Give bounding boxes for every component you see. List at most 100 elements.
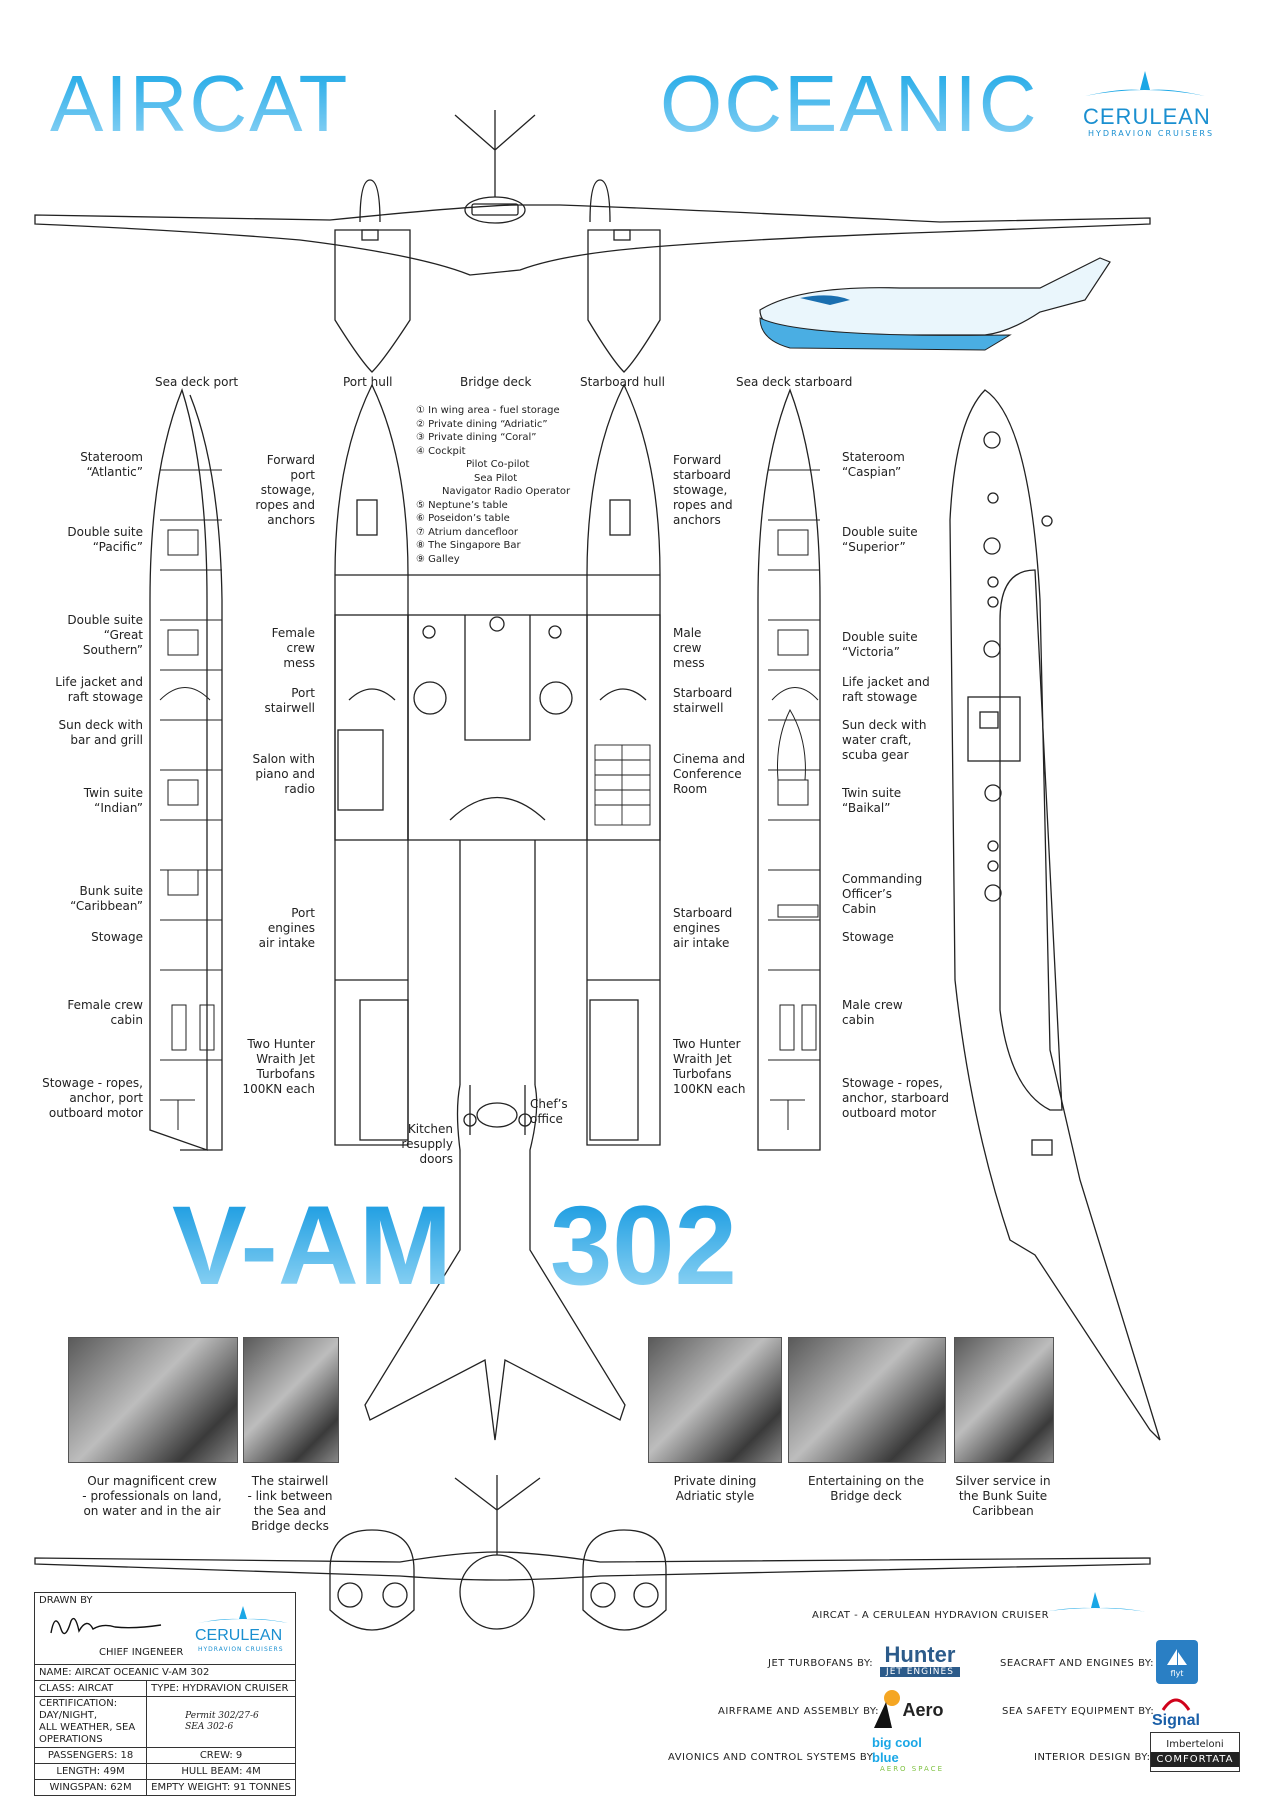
label-salon: Salon with piano and radio [252, 752, 315, 796]
label-forward-port-stowage: Forward port stowage, ropes and anchors [255, 453, 315, 527]
legend-item: ③ Private dining “Coral” [416, 432, 537, 443]
label-starboard-engines-intake: Starboard engines air intake [673, 906, 733, 950]
credit-tagline: AIRCAT - A CERULEAN HYDRAVION CRUISER [812, 1610, 1050, 1621]
legend-item: ④ Cockpit [416, 445, 466, 457]
caption-entertaining: Entertaining on the Bridge deck [807, 1474, 925, 1503]
label-life-jacket-starboard: Life jacket and raft stowage [842, 675, 930, 704]
model-title-vam: V-AM [172, 1183, 452, 1308]
credit-interior: INTERIOR DESIGN BY: [1034, 1752, 1151, 1763]
tb-passengers: PASSENGERS: 18 [33, 1747, 148, 1764]
label-commanding-officer-cabin: Commanding Officer’s Cabin [842, 872, 923, 916]
label-port-hull: Port hull [343, 375, 393, 389]
label-port-engines-intake: Port engines air intake [258, 906, 315, 950]
credit-seacraft: SEACRAFT AND ENGINES BY: [1000, 1658, 1155, 1669]
label-port-turbofans: Two Hunter Wraith Jet Turbofans 100KN ea… [242, 1037, 315, 1096]
legend-item: Pilot Co-pilot [466, 459, 530, 470]
tb-length: LENGTH: 49M [33, 1763, 148, 1780]
legend-item: ⑤ Neptune’s table [416, 499, 508, 511]
label-bunk-suite-caribbean: Bunk suite “Caribbean” [70, 884, 143, 913]
label-stateroom-atlantic: Stateroom “Atlantic” [80, 450, 143, 479]
tb-hull-beam: HULL BEAM: 4M [146, 1763, 296, 1780]
titleblock-table: NAME: AIRCAT OCEANIC V-AM 302 CLASS: AIR… [33, 1664, 296, 1796]
label-stowage-port: Stowage [91, 930, 143, 944]
model-title-302: 302 [550, 1183, 737, 1308]
credit-airframe: AIRFRAME AND ASSEMBLY BY: [718, 1706, 880, 1717]
bigcool-name: big cool blue [872, 1735, 922, 1765]
hunter-name: Hunter [884, 1642, 956, 1667]
caption-silver-service: Silver service in the Bunk Suite Caribbe… [955, 1474, 1051, 1518]
label-starboard-hull: Starboard hull [580, 375, 665, 389]
label-double-suite-victoria: Double suite “Victoria” [842, 630, 918, 659]
tb-name: NAME: AIRCAT OCEANIC V-AM 302 [34, 1664, 296, 1681]
legend-item: ② Private dining “Adriatic” [416, 418, 548, 430]
credit-jet-turbofans: JET TURBOFANS BY: [768, 1658, 874, 1669]
label-forward-starboard-stowage: Forward starboard stowage, ropes and anc… [673, 453, 733, 527]
cerulean-wing-small-icon [1043, 1592, 1147, 1612]
titleblock-header: DRAWN BY CHIEF INGENEER CERULEAN HYDRAVI… [34, 1592, 296, 1664]
comfortata-name: COMFORTATA [1151, 1752, 1239, 1767]
tb-stamp: Permit 302/27-6 SEA 302-6 [185, 1711, 259, 1732]
label-starboard-turbofans: Two Hunter Wraith Jet Turbofans 100KN ea… [673, 1037, 746, 1096]
photo-private-dining [648, 1337, 782, 1463]
legend-item: Sea Pilot [474, 472, 518, 484]
brand-sub: HYDRAVION CRUISERS [1088, 129, 1215, 138]
tb-crew: CREW: 9 [146, 1747, 296, 1764]
bigcool-sub: AERO SPACE [879, 1765, 944, 1773]
label-female-crew-mess: Female crew mess [271, 626, 315, 670]
titleblock-brand: CERULEAN [195, 1627, 283, 1644]
label-sun-deck-port: Sun deck with bar and grill [58, 718, 143, 747]
tb-cert: CERTIFICATION: DAY/NIGHT,ALL WEATHER, SE… [33, 1696, 148, 1748]
tb-cert-1: CERTIFICATION: DAY/NIGHT, [39, 1698, 118, 1721]
label-stowage-ropes-port: Stowage - ropes, anchor, port outboard m… [42, 1076, 143, 1120]
comfortata-logo: Imberteloni COMFORTATA [1150, 1732, 1240, 1772]
label-female-crew-cabin: Female crew cabin [67, 998, 143, 1027]
legend-item: ⑥ Poseidon’s table [416, 513, 510, 524]
label-stateroom-caspian: Stateroom “Caspian” [842, 450, 905, 479]
tb-wingspan: WINGSPAN: 62M [33, 1779, 148, 1796]
title-oceanic: OCEANIC [660, 59, 1039, 148]
imberteloni-name: Imberteloni [1166, 1739, 1224, 1750]
signal-logo: Signal [1148, 1690, 1204, 1734]
label-kitchen-resupply: Kitchen resupply doors [401, 1122, 453, 1166]
label-life-jacket-port: Life jacket and raft stowage [55, 675, 143, 704]
aero-logo: Aero [872, 1686, 944, 1734]
label-cinema: Cinema and Conference Room [673, 752, 746, 796]
titleblock-wing-icon [198, 1606, 288, 1623]
tb-empty-weight: EMPTY WEIGHT: 91 TONNES [146, 1779, 296, 1796]
titleblock-brand-sub: HYDRAVION CRUISERS [198, 1646, 284, 1653]
photo-crew [68, 1337, 238, 1463]
tb-class: CLASS: AIRCAT [33, 1680, 148, 1697]
legend-item: ⑧ The Singapore Bar [416, 540, 521, 551]
sail-icon [1167, 1648, 1187, 1665]
label-male-crew-cabin: Male crew cabin [842, 998, 903, 1027]
drawn-by-label: DRAWN BY [39, 1595, 93, 1606]
legend-item: ① In wing area - fuel storage [416, 405, 560, 416]
bigcoolblue-logo: big cool blue AERO SPACE [872, 1735, 952, 1773]
label-stowage-starboard: Stowage [842, 930, 894, 944]
label-bridge-deck: Bridge deck [460, 375, 532, 389]
tb-cert-2: ALL WEATHER, SEA OPERATIONS [39, 1722, 136, 1745]
bridge-legend: ① In wing area - fuel storage ② Private … [416, 404, 570, 566]
label-male-crew-mess: Male crew mess [673, 626, 705, 670]
hunter-logo: Hunter JET ENGINES [878, 1641, 962, 1679]
cerulean-wing-logo-icon [1085, 71, 1205, 96]
label-double-suite-great-southern: Double suite “Great Southern” [67, 613, 143, 657]
credit-safety: SEA SAFETY EQUIPMENT BY: [1002, 1706, 1155, 1717]
label-port-stairwell: Port stairwell [264, 686, 315, 715]
label-sea-deck-port: Sea deck port [155, 375, 239, 389]
caption-crew: Our magnificent crew - professionals on … [82, 1474, 222, 1518]
photo-silver-service [954, 1337, 1054, 1463]
label-twin-suite-baikal: Twin suite “Baikal” [842, 786, 902, 815]
legend-item: ⑦ Atrium dancefloor [416, 526, 518, 538]
label-double-suite-pacific: Double suite “Pacific” [67, 525, 143, 554]
signal-name: Signal [1151, 1712, 1200, 1729]
label-twin-suite-indian: Twin suite “Indian” [83, 786, 143, 815]
label-stowage-ropes-starboard: Stowage - ropes, anchor, starboard outbo… [842, 1076, 949, 1120]
role-label: CHIEF INGENEER [99, 1647, 184, 1658]
title-aircat: AIRCAT [50, 59, 350, 148]
tb-type: TYPE: HYDRAVION CRUISER [146, 1680, 296, 1697]
credit-avionics: AVIONICS AND CONTROL SYSTEMS BY: [668, 1752, 876, 1763]
hunter-sub: JET ENGINES [880, 1667, 960, 1677]
aero-name: Aero [902, 1699, 944, 1720]
